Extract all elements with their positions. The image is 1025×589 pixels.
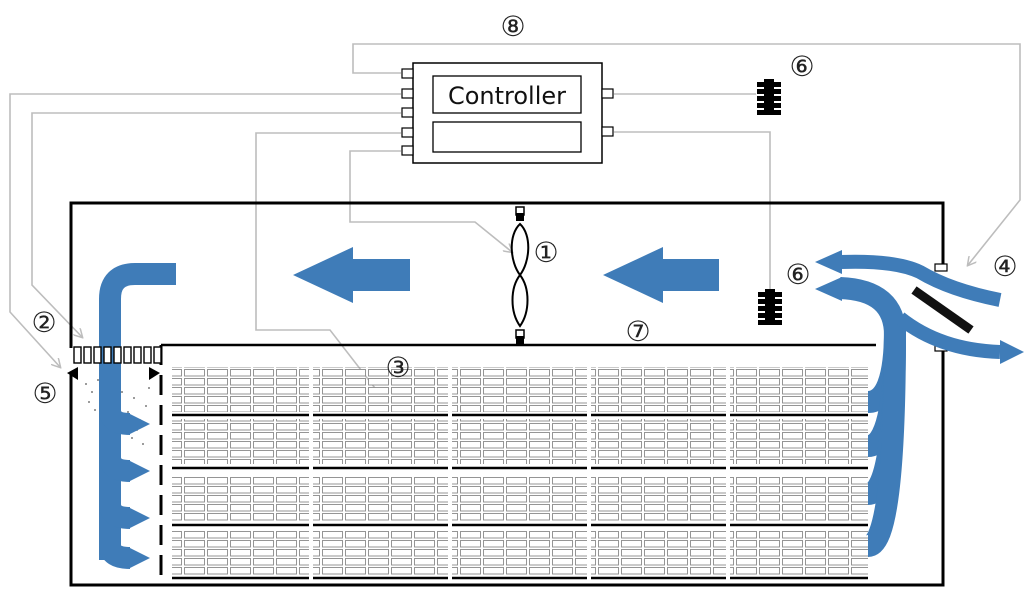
heater-top-icon [757,79,781,115]
product-rack [172,360,868,580]
fan-blade-icon [510,222,530,328]
wire-to-inlet [31,112,401,337]
vent-flow [839,254,1002,359]
airflow-left-heads [130,414,150,568]
controller-port [601,88,614,99]
marker-wiring: ⑧ [500,10,525,43]
markers: ⑧ ⑥ ① ⑥ ④ ⑦ ② ③ ⑤ [31,10,1017,410]
marker-fan: ① [533,236,558,269]
control-wiring [9,43,1021,393]
humidifier-nozzle-right [149,367,160,380]
rack-tier-3 [172,476,868,521]
controller-port [401,107,414,118]
fan [510,206,530,344]
humidifier-nozzle-left [67,367,78,380]
controller-label: Controller [448,82,566,110]
wire-to-humidifier [9,93,401,367]
controller-port [401,88,414,99]
chamber-wall-lower [69,350,945,587]
wire-to-heater-mid [614,131,771,290]
controller: Controller [401,62,614,164]
rack-tier-2 [172,419,868,464]
vent-slot-top [934,263,948,272]
controller-port [401,127,414,138]
rack-tier-4 [172,530,868,575]
controller-port [601,126,614,137]
inlet-grille [73,346,162,364]
wire-to-fan [349,150,512,252]
marker-baffle: ⑦ [625,315,650,348]
airflow-right-duct [839,277,906,557]
marker-sensor: ③ [385,351,410,384]
marker-vent: ④ [992,250,1017,283]
controller-port [401,145,414,156]
wire-to-vent [352,43,1021,265]
fresh-air-in [839,254,1002,307]
controller-display [432,121,582,153]
exhaust-air-out [895,312,1001,359]
airflow-down-duct [99,263,176,560]
wire-to-sensor [255,132,401,393]
vent-damper [911,286,974,334]
airflow-arrow-left [293,247,410,303]
marker-inlet: ② [31,306,56,339]
marker-heater-mid: ⑥ [785,258,810,291]
airflow [293,247,719,303]
rack-tier-1 [172,367,868,412]
vent-flow-heads [815,250,1024,364]
controller-port [401,68,414,79]
chamber [69,201,945,587]
controller-label-panel [432,75,582,114]
airflow-left-duct [99,263,176,569]
marker-humidifier: ⑤ [32,377,57,410]
chamber-wall [69,201,945,348]
marker-heater-top: ⑥ [789,50,814,83]
airflow-arrow-right [603,247,719,303]
heater-mid-icon [758,289,782,325]
